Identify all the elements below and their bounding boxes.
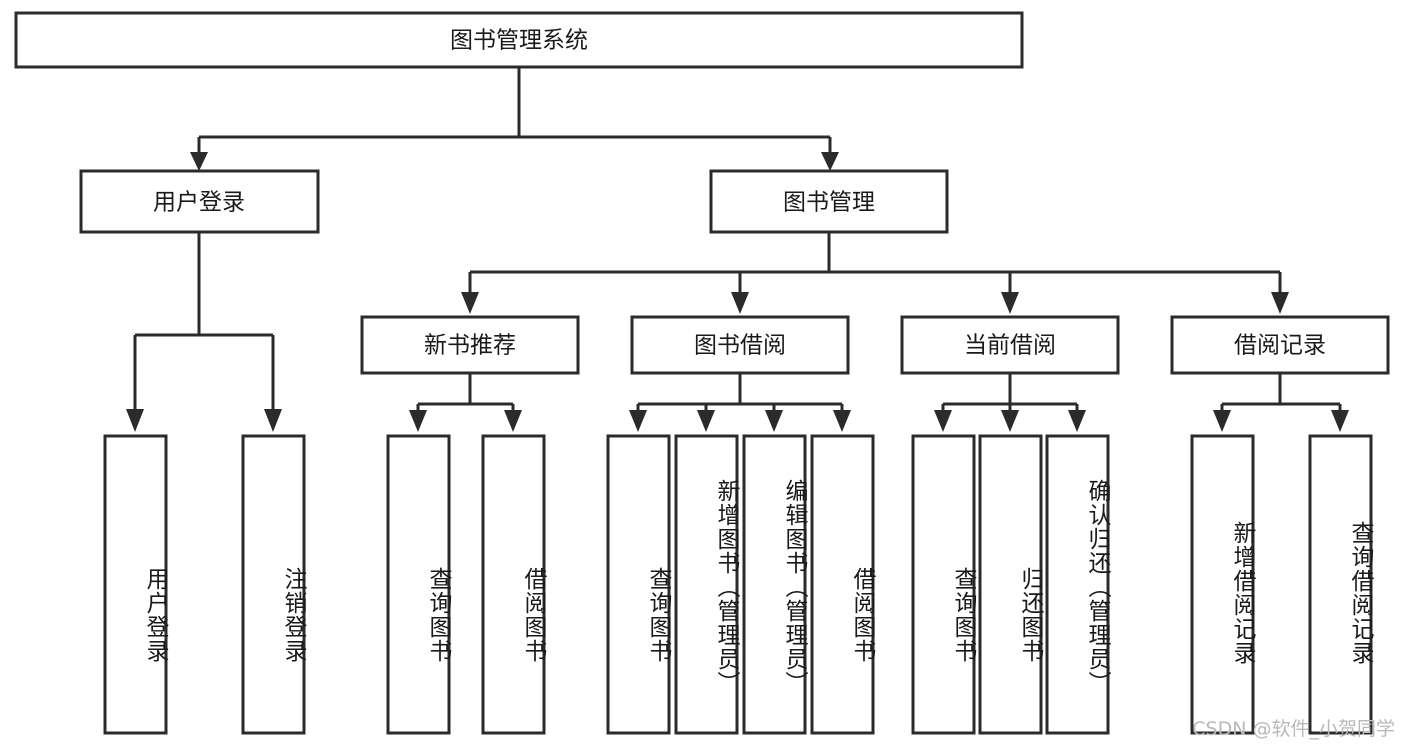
leaf-user-login-box[interactable] [103, 434, 168, 735]
leaf-current-confirm-box[interactable] [1045, 434, 1110, 735]
arrow-newbook-leaf-1-icon [409, 410, 427, 432]
leaf-record-query-box[interactable] [1308, 434, 1373, 735]
leaf-borrow-query-box[interactable] [606, 434, 671, 735]
arrow-current-leaf-3-icon [1068, 410, 1086, 432]
node-user-login-label: 用户登录 [153, 190, 245, 216]
node-root-label: 图书管理系统 [450, 28, 588, 54]
arrow-borrow-leaf-4-icon [833, 410, 851, 432]
arrow-current-leaf-1-icon [934, 410, 952, 432]
node-current-borrow-label: 当前借阅 [964, 333, 1056, 359]
arrow-newbook-leaf-2-icon [504, 410, 522, 432]
leaf-borrow-add-box[interactable] [674, 434, 739, 735]
arrow-book-l3-1-icon [461, 292, 479, 314]
arrow-user-leaf-1-icon [126, 409, 144, 432]
arrow-book-l3-4-icon [1271, 292, 1289, 314]
arrow-current-leaf-2-icon [1001, 410, 1019, 432]
csdn-watermark: CSDN @软件_小贺同学 [1192, 718, 1395, 740]
arrow-book-l3-3-icon [1001, 292, 1019, 314]
node-book-manage-box[interactable] [709, 169, 949, 234]
arrow-record-leaf-2-icon [1331, 410, 1349, 432]
leaf-borrow-edit-box[interactable] [742, 434, 807, 735]
node-current-borrow-box[interactable] [900, 315, 1120, 375]
node-book-borrow-label: 图书借阅 [694, 333, 786, 359]
leaf-current-query-box[interactable] [911, 434, 976, 735]
arrow-borrow-leaf-2-icon [697, 410, 715, 432]
leaf-newbook-borrow-box[interactable] [481, 434, 546, 735]
leaf-newbook-query-box[interactable] [386, 434, 451, 735]
arrow-book-l3-2-icon [731, 292, 749, 314]
node-book-manage-label: 图书管理 [783, 190, 875, 216]
node-borrow-record-label: 借阅记录 [1234, 333, 1326, 359]
arrow-borrow-leaf-3-icon [765, 410, 783, 432]
leaf-borrow-lend-box[interactable] [810, 434, 875, 735]
arrow-root-to-user-icon [190, 152, 208, 171]
arrow-user-leaf-2-icon [264, 409, 282, 432]
arrow-root-to-book-icon [821, 152, 839, 171]
leaf-user-logout-box[interactable] [241, 434, 306, 735]
node-root-box[interactable] [14, 11, 1024, 69]
leaf-record-add-box[interactable] [1190, 434, 1255, 735]
leaf-current-return-box[interactable] [978, 434, 1043, 735]
arrow-record-leaf-1-icon [1213, 410, 1231, 432]
node-new-book-label: 新书推荐 [424, 333, 516, 359]
arrow-borrow-leaf-1-icon [629, 410, 647, 432]
node-borrow-record-box[interactable] [1170, 315, 1390, 375]
node-book-borrow-box[interactable] [630, 315, 850, 375]
node-new-book-box[interactable] [360, 315, 580, 375]
